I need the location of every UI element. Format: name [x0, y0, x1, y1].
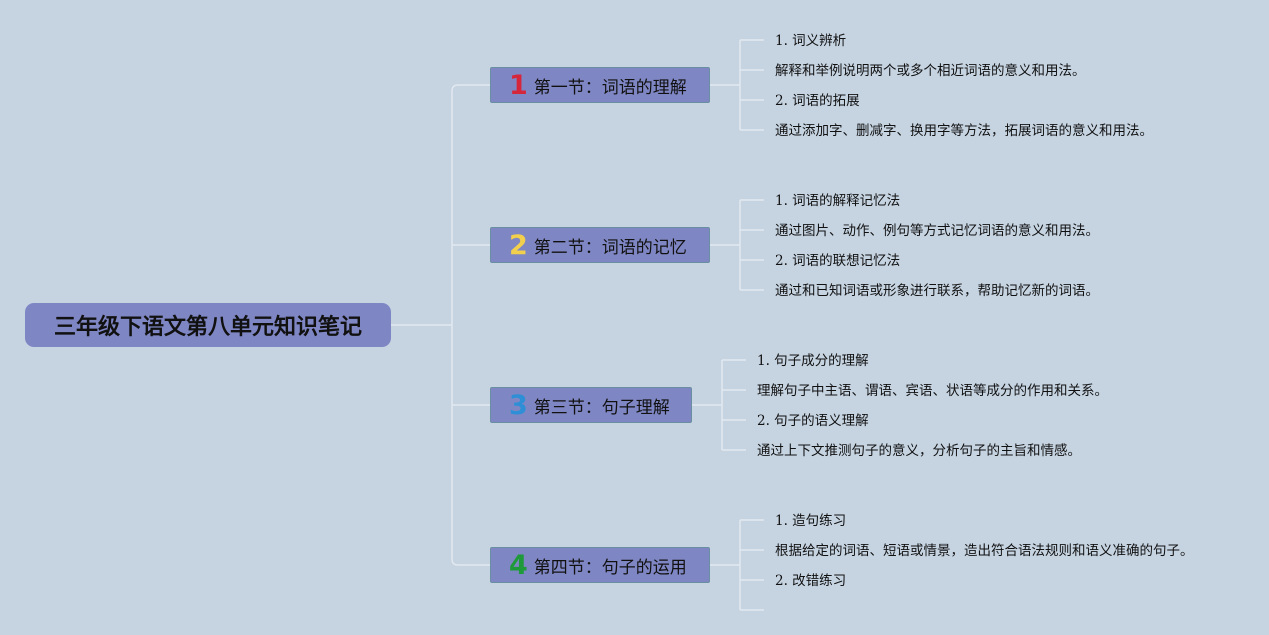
section-label-1: 第一节：词语的理解 [533, 77, 687, 98]
number-badge-2: 2 [509, 229, 528, 261]
connector-s4 [710, 520, 741, 610]
number-badge-4: 4 [509, 549, 528, 581]
leaf-item: 理解句子中主语、谓语、宾语、状语等成分的作用和关系。 [757, 383, 1108, 399]
section-node-2[interactable]: 2 第二节：词语的记忆 [490, 227, 710, 263]
connector-trunk [451, 84, 459, 566]
leaf-item: 通过和已知词语或形象进行联系，帮助记忆新的词语。 [775, 283, 1099, 299]
leaf-item: 1. 句子成分的理解 [757, 353, 869, 369]
section-node-3[interactable]: 3 第三节：句子理解 [490, 387, 692, 423]
root-title: 三年级下语文第八单元知识笔记 [53, 315, 362, 340]
connector-s4-ticks [740, 519, 764, 611]
leaf-item: 1. 词语的解释记忆法 [775, 193, 901, 209]
connector-s3-ticks [722, 359, 746, 451]
section-node-1[interactable]: 1 第一节：词语的理解 [490, 67, 710, 103]
leaf-item: 1. 词义辨析 [775, 33, 847, 49]
connector-s1-ticks [740, 39, 764, 131]
section-label-4: 第四节：句子的运用 [533, 557, 687, 578]
connector-s3 [692, 360, 723, 450]
leaf-item: 2. 词语的拓展 [775, 93, 860, 109]
number-badge-1: 1 [509, 69, 528, 101]
leaf-item: 通过上下文推测句子的意义，分析句子的主旨和情感。 [757, 443, 1081, 459]
leaf-item: 2. 改错练习 [775, 573, 847, 589]
leaf-item: 根据给定的词语、短语或情景，造出符合语法规则和语义准确的句子。 [775, 543, 1194, 559]
leaf-item: 通过图片、动作、例句等方式记忆词语的意义和用法。 [775, 223, 1099, 239]
connector-s2-ticks [740, 199, 764, 291]
leaf-item: 2. 句子的语义理解 [757, 413, 869, 429]
root-node[interactable]: 三年级下语文第八单元知识笔记 [25, 303, 391, 347]
leaf-item: 通过添加字、删减字、换用字等方法，拓展词语的意义和用法。 [775, 123, 1153, 139]
leaf-item: 2. 词语的联想记忆法 [775, 253, 901, 269]
connector-s1 [710, 40, 741, 130]
leaf-item: 解释和举例说明两个或多个相近词语的意义和用法。 [775, 63, 1086, 79]
connector-s2 [710, 200, 741, 290]
leaf-item: 1. 造句练习 [775, 513, 847, 529]
section-node-4[interactable]: 4 第四节：句子的运用 [490, 547, 710, 583]
section-label-2: 第二节：词语的记忆 [533, 237, 687, 258]
number-badge-3: 3 [509, 389, 528, 421]
section-label-3: 第三节：句子理解 [533, 397, 670, 418]
